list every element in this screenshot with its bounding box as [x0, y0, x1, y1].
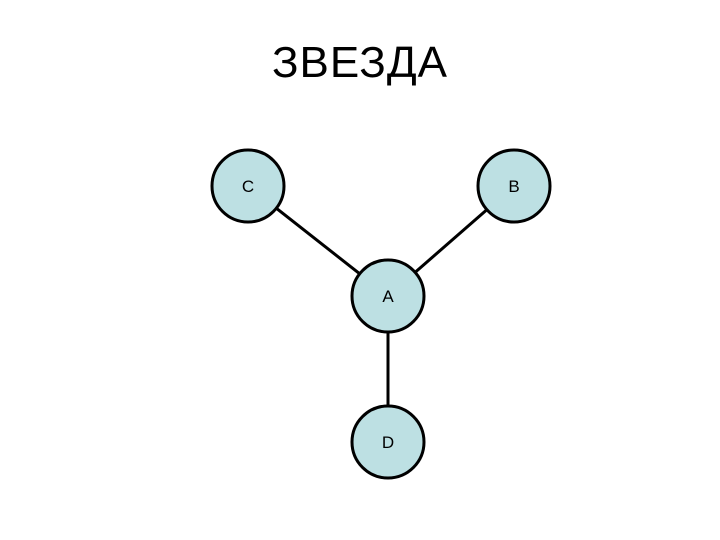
node-label: C — [242, 177, 254, 196]
node-a: A — [350, 258, 426, 334]
node-label: B — [508, 177, 519, 196]
node-circle — [210, 148, 286, 224]
node-label: D — [382, 433, 394, 452]
node-circle — [476, 148, 552, 224]
node-label: A — [382, 287, 394, 306]
diagram-title: ЗВЕЗДА — [271, 38, 449, 87]
node-b: B — [476, 148, 552, 224]
nodes-layer: C B A D — [210, 148, 552, 480]
node-circle — [350, 404, 426, 480]
node-circle — [350, 258, 426, 334]
node-d: D — [350, 404, 426, 480]
node-c: C — [210, 148, 286, 224]
